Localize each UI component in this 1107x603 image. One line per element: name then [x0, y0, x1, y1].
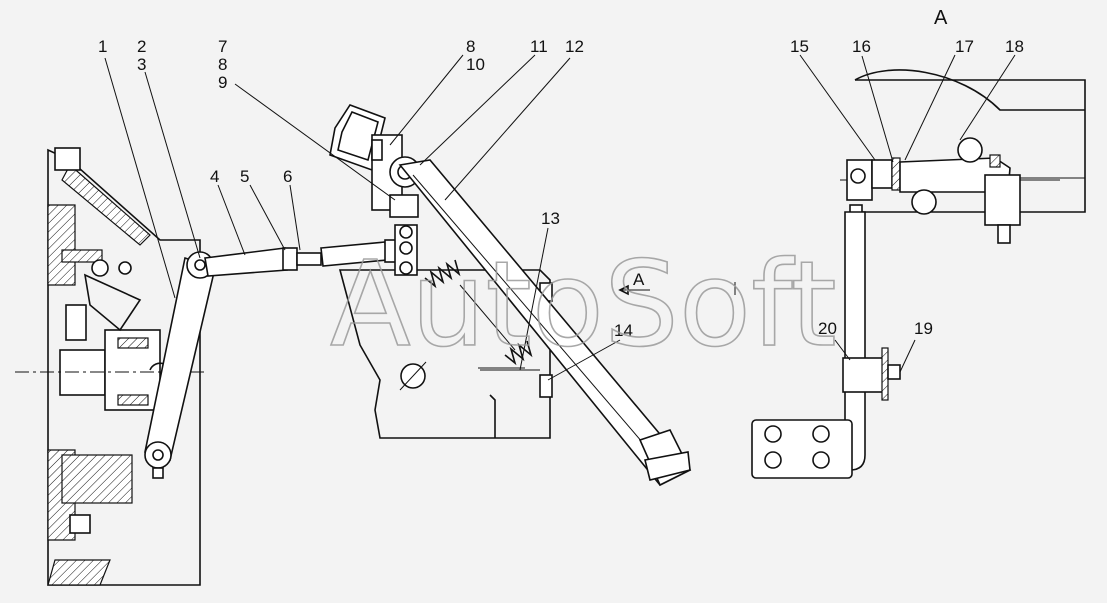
- pedal-bracket: [338, 269, 736, 439]
- callout-8-right: 8: [466, 37, 475, 56]
- return-spring: [424, 259, 533, 369]
- callout-labels: 1 2 3 4 5 6 7 8 9 8 10 11 12 13 14 15 16…: [98, 37, 1024, 340]
- callout-8-left: 8: [218, 55, 227, 74]
- callout-10: 10: [466, 55, 485, 74]
- callout-18: 18: [1005, 37, 1024, 56]
- callout-13: 13: [541, 209, 560, 228]
- callout-11: 11: [530, 37, 548, 56]
- callout-4: 4: [210, 167, 219, 186]
- callout-19: 19: [914, 319, 933, 338]
- clutch-housing-section: [15, 147, 205, 586]
- callout-17: 17: [955, 37, 974, 56]
- callout-12: 12: [565, 37, 584, 56]
- callout-2: 2: [137, 37, 146, 56]
- pedal-arm: [398, 159, 692, 487]
- callout-3: 3: [137, 55, 146, 74]
- watermark: AutoSoft: [330, 235, 837, 373]
- callout-6: 6: [283, 167, 292, 186]
- release-fork-lever: [144, 251, 216, 479]
- push-rod: [204, 239, 406, 277]
- leader-lines: [104, 54, 1016, 381]
- callout-7: 7: [218, 37, 227, 56]
- callout-15: 15: [790, 37, 809, 56]
- callout-16: 16: [852, 37, 871, 56]
- view-a-title: A: [934, 7, 948, 29]
- callout-1: 1: [98, 37, 107, 56]
- view-a: [751, 69, 1086, 479]
- callout-14: 14: [614, 321, 633, 340]
- callout-5: 5: [240, 167, 249, 186]
- callout-9: 9: [218, 73, 227, 92]
- callout-20: 20: [818, 319, 837, 338]
- view-a-arrow-label: A: [633, 270, 645, 289]
